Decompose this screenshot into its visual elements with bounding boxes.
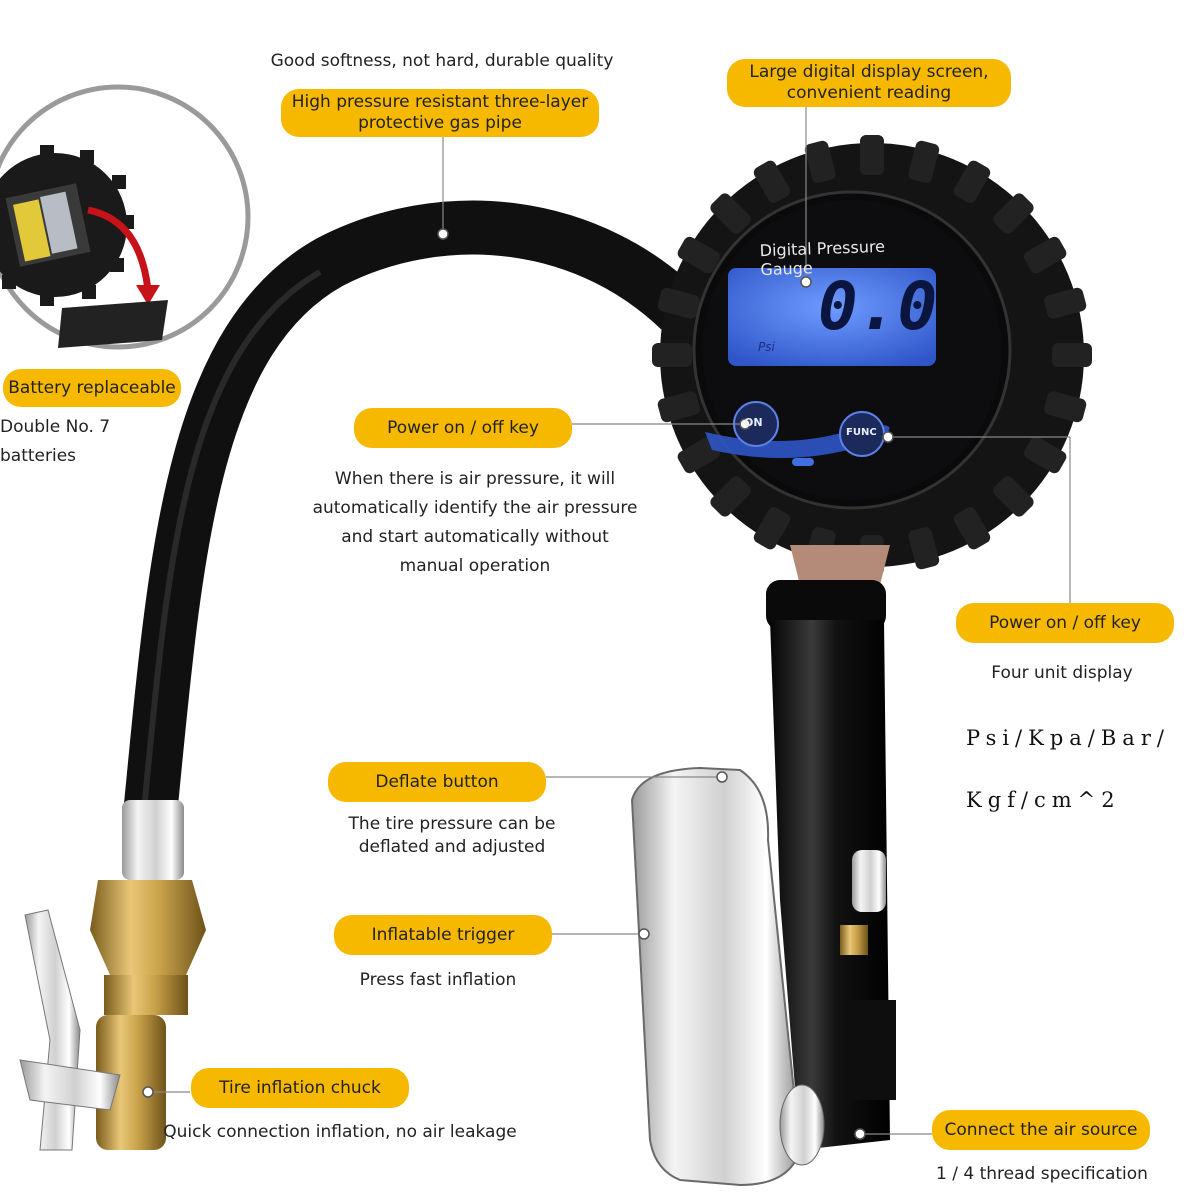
air-hose xyxy=(123,200,717,842)
gauge-grip-ridge xyxy=(657,391,700,423)
gauge-grip-ridge xyxy=(1044,391,1087,423)
gauge-grip-ridge xyxy=(1024,236,1067,274)
units-line-2: Kgf/cm^2 xyxy=(966,788,1121,812)
gauge-grip-ridge xyxy=(753,160,791,203)
gauge-grip-ridge xyxy=(908,140,940,183)
units-line-1: Psi/Kpa/Bar/ xyxy=(966,726,1170,750)
gun-body xyxy=(766,545,896,1150)
gauge-grip-ridge xyxy=(1044,287,1087,319)
trigger-callout: Inflatable trigger xyxy=(334,915,552,955)
gauge-grip-ridge xyxy=(953,507,991,550)
pipe-callout: High pressure resistant three-layer prot… xyxy=(281,89,599,137)
gauge-head xyxy=(652,135,1092,575)
gauge-reading: 0.0 xyxy=(818,268,938,345)
chuck-note: Quick connection inflation, no air leaka… xyxy=(163,1122,517,1142)
gauge-grip-ridge xyxy=(710,476,751,517)
gauge-grip-ridge xyxy=(652,343,692,367)
tire-chuck xyxy=(19,800,206,1151)
unit-note: Four unit display xyxy=(991,663,1133,683)
gauge-grip-ridge xyxy=(677,236,720,274)
display-callout: Large digital display screen, convenient… xyxy=(727,59,1011,107)
gauge-grip-ridge xyxy=(993,476,1034,517)
deflate-note: The tire pressure can be deflated and ad… xyxy=(348,814,556,857)
gauge-grip-ridge xyxy=(710,193,751,234)
battery-note: Double No. 7 batteries xyxy=(0,417,111,466)
power-on-button[interactable]: ON xyxy=(744,416,763,429)
chrome-trigger xyxy=(630,766,825,1187)
gauge-grip-ridge xyxy=(993,193,1034,234)
power-callout-left: Power on / off key xyxy=(354,408,572,448)
battery-callout: Battery replaceable xyxy=(3,369,181,407)
gauge-grip-ridge xyxy=(753,507,791,550)
air-source-note: 1 / 4 thread specification xyxy=(936,1164,1148,1184)
gauge-grip-ridge xyxy=(953,160,991,203)
battery-inset xyxy=(0,84,251,350)
callout-dots xyxy=(142,228,894,1140)
gauge-unit: Psi xyxy=(758,340,775,354)
power-callout-right: Power on / off key xyxy=(956,603,1174,643)
gauge-grip-ridge xyxy=(1052,343,1092,367)
air-source-callout: Connect the air source xyxy=(932,1110,1150,1150)
callout-lines xyxy=(149,106,1071,1135)
gauge-grip-ridge xyxy=(1024,436,1067,474)
trigger-note: Press fast inflation xyxy=(359,970,517,990)
func-button[interactable]: FUNC xyxy=(846,427,877,438)
gauge-grip-ridge xyxy=(860,135,884,175)
gauge-grip-ridge xyxy=(804,140,836,183)
auto-start-note: When there is air pressure, it will auto… xyxy=(312,469,638,576)
deflate-callout: Deflate button xyxy=(328,762,546,802)
gauge-grip-ridge xyxy=(677,436,720,474)
gauge-grip-ridge xyxy=(908,527,940,570)
pipe-note: Good softness, not hard, durable quality xyxy=(270,51,614,71)
gauge-grip-ridge xyxy=(657,287,700,319)
chuck-callout: Tire inflation chuck xyxy=(191,1068,409,1108)
